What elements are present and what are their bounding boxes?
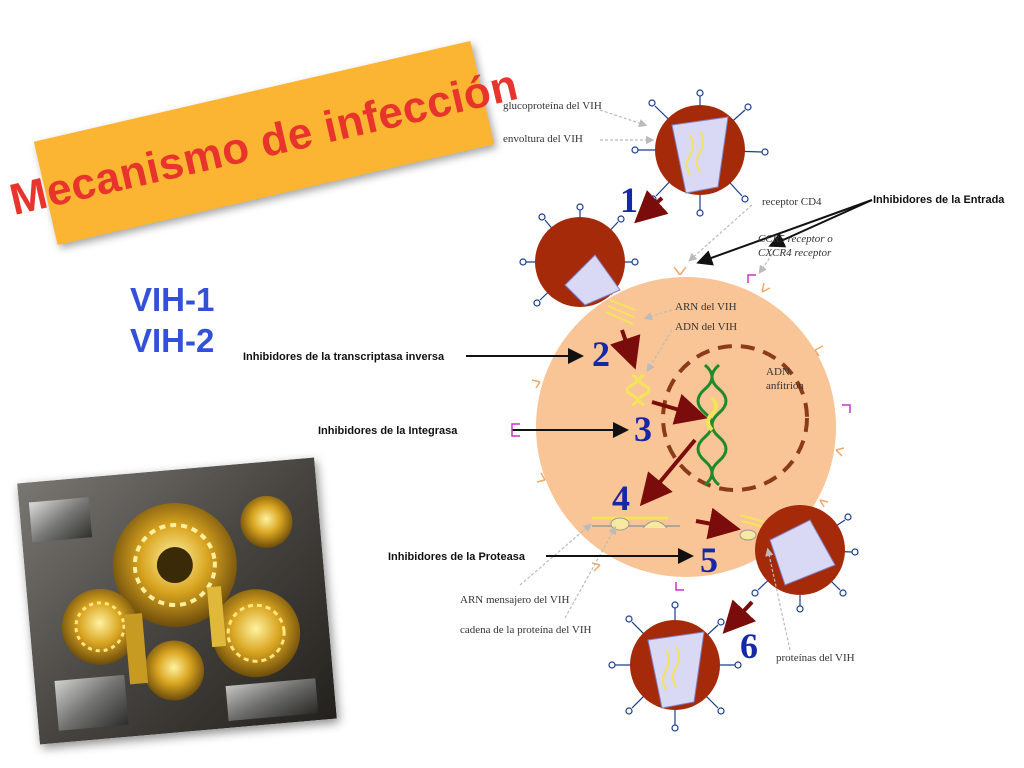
label-ccr5-line1: CCR5 receptor o: [758, 233, 833, 245]
label-leaders: [519, 109, 791, 651]
co-receptors: [675, 274, 851, 591]
inhibitor-integrase: Inhibidores de la Integrasa: [318, 425, 458, 437]
strain-vih2: VIH-2: [130, 322, 215, 359]
label-cd4: receptor CD4: [762, 196, 822, 208]
step-5: 5: [700, 540, 718, 580]
step-3: 3: [634, 409, 652, 449]
label-rna: ARN del VIH: [675, 301, 737, 313]
viral-dna: [625, 373, 651, 407]
label-host-dna-line2: anfitrión: [766, 380, 804, 392]
virion-top: [631, 89, 769, 217]
strain-vih1: VIH-1: [130, 281, 215, 318]
engine-photo: [17, 457, 337, 745]
label-proteins: proteínas del VIH: [776, 652, 855, 664]
step-arrows: [610, 190, 757, 634]
label-dna: ADN del VIH: [675, 321, 737, 333]
step-2: 2: [592, 334, 610, 374]
virion-budding: [751, 505, 859, 613]
cell-receptors: [531, 266, 845, 572]
host-dna-helix: [696, 363, 728, 487]
label-envelope: envoltura del VIH: [503, 133, 583, 145]
viral-rna: [605, 299, 636, 325]
label-host-dna-line1: ADN: [766, 366, 790, 378]
virion-released: [608, 601, 742, 732]
virion-fusing: [519, 203, 639, 307]
engine-illustration: [17, 457, 337, 745]
step-4: 4: [612, 478, 630, 518]
inhibitor-rt: Inhibidores de la transcriptasa inversa: [243, 351, 445, 363]
step-1: 1: [620, 180, 638, 220]
nucleus: [661, 344, 809, 492]
integrase-inhibitor-mark: [511, 423, 520, 437]
inhibitor-protease: Inhibidores de la Proteasa: [388, 551, 526, 563]
inhibitor-entry: Inhibidores de la Entrada: [873, 194, 1005, 206]
step-6: 6: [740, 626, 758, 666]
label-mrna: ARN mensajero del VIH: [460, 594, 570, 606]
inhibitor-arrows: [466, 199, 873, 564]
label-protein-chain: cadena de la proteína del VIH: [460, 624, 591, 636]
label-ccr5-line2: CXCR4 receptor: [758, 247, 832, 259]
label-glycoprotein: glucoproteína del VIH: [503, 100, 602, 112]
